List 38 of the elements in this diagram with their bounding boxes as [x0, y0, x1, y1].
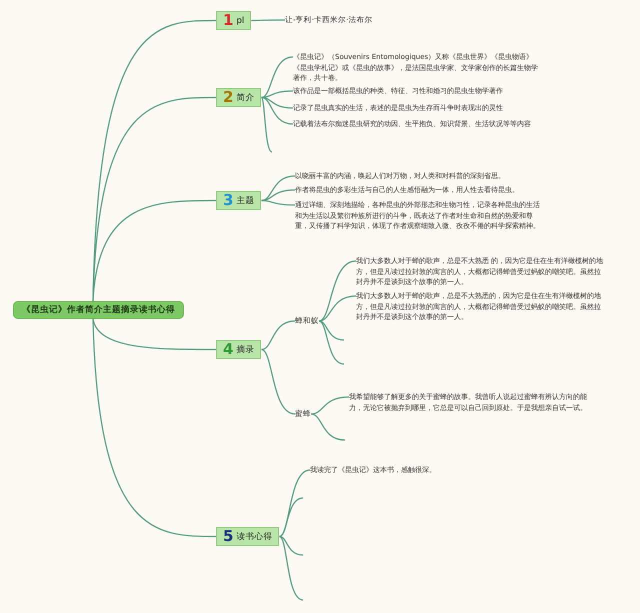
branch-line	[279, 497, 304, 538]
topic-box	[216, 88, 262, 107]
topic-label: 读书心得	[236, 530, 272, 542]
number-label: 2	[223, 90, 234, 105]
branch-line	[261, 200, 296, 206]
branch-line	[310, 396, 350, 415]
branch-line	[279, 536, 304, 601]
branch-line	[318, 295, 356, 322]
topic-box	[216, 191, 262, 210]
branch-line	[261, 96, 294, 125]
branch-line	[318, 320, 344, 341]
branch-line	[261, 96, 294, 109]
branch-line	[92, 318, 216, 350]
branch-line	[310, 413, 346, 441]
branch-line	[261, 56, 294, 98]
topic-label: 主题	[236, 194, 254, 206]
branch-line	[261, 320, 296, 350]
branch-line	[261, 90, 294, 98]
number-label: 5	[223, 529, 234, 544]
branch-line	[251, 19, 285, 22]
branch-line	[279, 536, 304, 556]
central-topic-box: 《昆虫记》作者简介主题摘录读书心得	[13, 301, 184, 319]
topic-label: pl	[236, 16, 244, 26]
topic-box	[216, 340, 262, 359]
branch-line	[261, 348, 296, 415]
branch-line	[318, 260, 356, 322]
branch-line	[92, 200, 216, 302]
topic-label: 摘录	[236, 344, 254, 356]
branch-line	[261, 189, 296, 202]
number-label: 1	[223, 13, 234, 28]
branch-line	[318, 320, 344, 365]
branch-line	[92, 318, 216, 538]
topic-box	[216, 11, 252, 30]
branch-line	[260, 97, 272, 152]
number-label: 3	[223, 193, 234, 208]
number-label: 4	[223, 342, 234, 357]
topic-label: 简介	[236, 92, 254, 104]
topic-box	[216, 527, 280, 546]
